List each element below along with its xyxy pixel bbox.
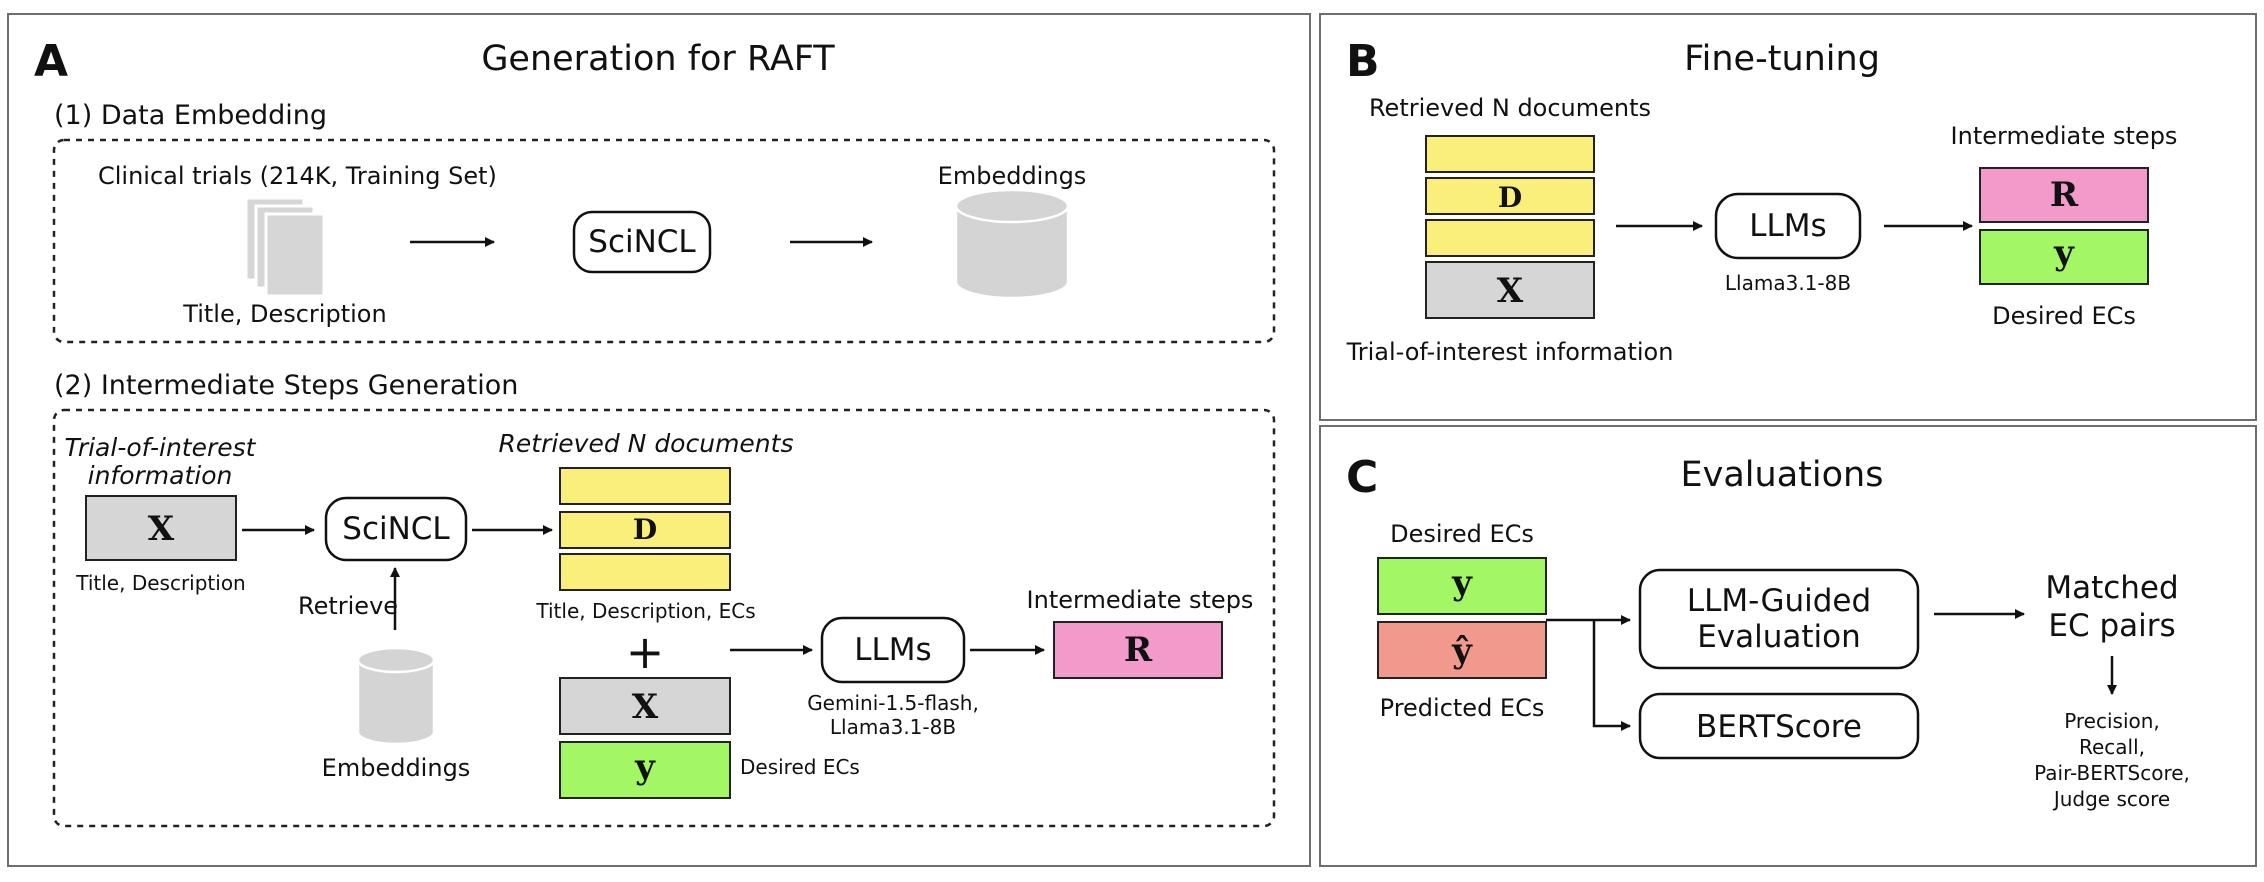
metric-precision: Precision, [2064,709,2160,733]
section1-dashed-box [52,138,1276,344]
doc-box-b-1 [1425,135,1595,173]
trial-of-interest-line2: information [88,461,233,490]
embeddings-label-2: Embeddings [322,754,471,782]
bertscore-label: BERTScore [1696,709,1862,745]
x-symbol: X [148,509,175,549]
desired-ecs-c: Desired ECs [1390,520,1534,548]
section2-title: (2) Intermediate Steps Generation [54,370,518,401]
x-symbol-b: X [1497,271,1524,311]
panel-a-letter: A [34,36,68,87]
llm-eval-line2: Evaluation [1697,619,1861,655]
bertscore-node [1638,692,1920,760]
llm-eval-line1: LLM-Guided [1687,583,1871,619]
d-symbol-b: D [1498,181,1522,214]
y-hat-symbol: ŷ [1451,631,1473,671]
y-symbol-b: y [2053,233,2075,273]
retrieved-caption: Title, Description, ECs [535,599,755,623]
y-symbol-c: y [1451,563,1473,603]
llms-label-a: LLMs [854,632,931,668]
scincl-node-2 [324,496,468,562]
r-box-a [1053,621,1223,679]
trial-caption-b: Trial-of-interest information [1346,338,1674,366]
y-box-c [1377,557,1547,615]
x-symbol-2: X [632,687,659,727]
clinical-trials-label: Clinical trials (214K, Training Set) [98,162,497,190]
desired-ecs-caption-a: Desired ECs [740,755,860,779]
doc-box-b-2 [1425,177,1595,215]
document-stack-icon [244,196,326,298]
x-box [85,495,237,561]
doc-box-1 [559,467,731,505]
panel-a-title: Generation for RAFT [481,39,835,79]
llms-caption-a-2: Llama3.1-8B [830,715,956,739]
metric-pair-bertscore: Pair-BERTScore, [2034,761,2190,785]
desired-ecs-b: Desired ECs [1992,302,2136,330]
r-symbol-a: R [1124,630,1153,670]
x-box-2 [559,677,731,735]
scincl-label-1: SciNCL [588,224,696,260]
scincl-node-1 [572,210,712,274]
llms-caption-b: Llama3.1-8B [1725,271,1851,295]
llm-guided-evaluation-node [1638,568,1920,670]
intermediate-steps-title-a: Intermediate steps [1027,586,1254,614]
d-symbol: D [633,513,657,546]
predicted-ecs-label: Predicted ECs [1380,694,1545,722]
y-box-b [1979,229,2149,285]
retrieved-documents-title: Retrieved N documents [499,429,794,458]
panel-c-letter: C [1346,452,1378,503]
matched-line2: EC pairs [2048,608,2175,644]
x-box-b [1425,261,1595,319]
retrieve-label: Retrieve [298,592,398,620]
arrow-to-bertscore [1592,620,1631,731]
docs-caption: Title, Description [182,300,386,328]
embeddings-label-1: Embeddings [938,162,1087,190]
y-hat-box [1377,621,1547,679]
panel-b-title: Fine-tuning [1684,39,1880,79]
llms-node-a [820,616,966,684]
llms-node-b [1714,192,1862,260]
y-box [559,741,731,799]
r-box-b [1979,167,2149,223]
section1-title: (1) Data Embedding [54,100,327,131]
doc-box-3 [559,553,731,591]
metric-judge-score: Judge score [2052,787,2170,811]
scincl-label-2: SciNCL [342,511,450,547]
trial-of-interest-line1: Trial-of-interest [65,433,257,462]
panel-b-letter: B [1346,36,1380,87]
plus-sign: + [626,625,665,679]
x-caption: Title, Description [75,571,245,595]
matched-line1: Matched [2045,570,2178,606]
metric-recall: Recall, [2079,735,2145,759]
r-symbol-b: R [2050,175,2079,215]
database-icon-2 [356,646,436,746]
database-icon-1 [954,188,1070,300]
intermediate-steps-title-b: Intermediate steps [1951,122,2178,150]
panel-c-title: Evaluations [1681,455,1884,495]
retrieved-documents-b: Retrieved N documents [1369,94,1651,122]
llms-label-b: LLMs [1749,208,1826,244]
doc-box-2 [559,511,731,549]
llms-caption-a-1: Gemini-1.5-flash, [807,691,979,715]
y-symbol: y [634,747,656,787]
section2-dashed-box [52,408,1276,828]
doc-box-b-3 [1425,219,1595,257]
